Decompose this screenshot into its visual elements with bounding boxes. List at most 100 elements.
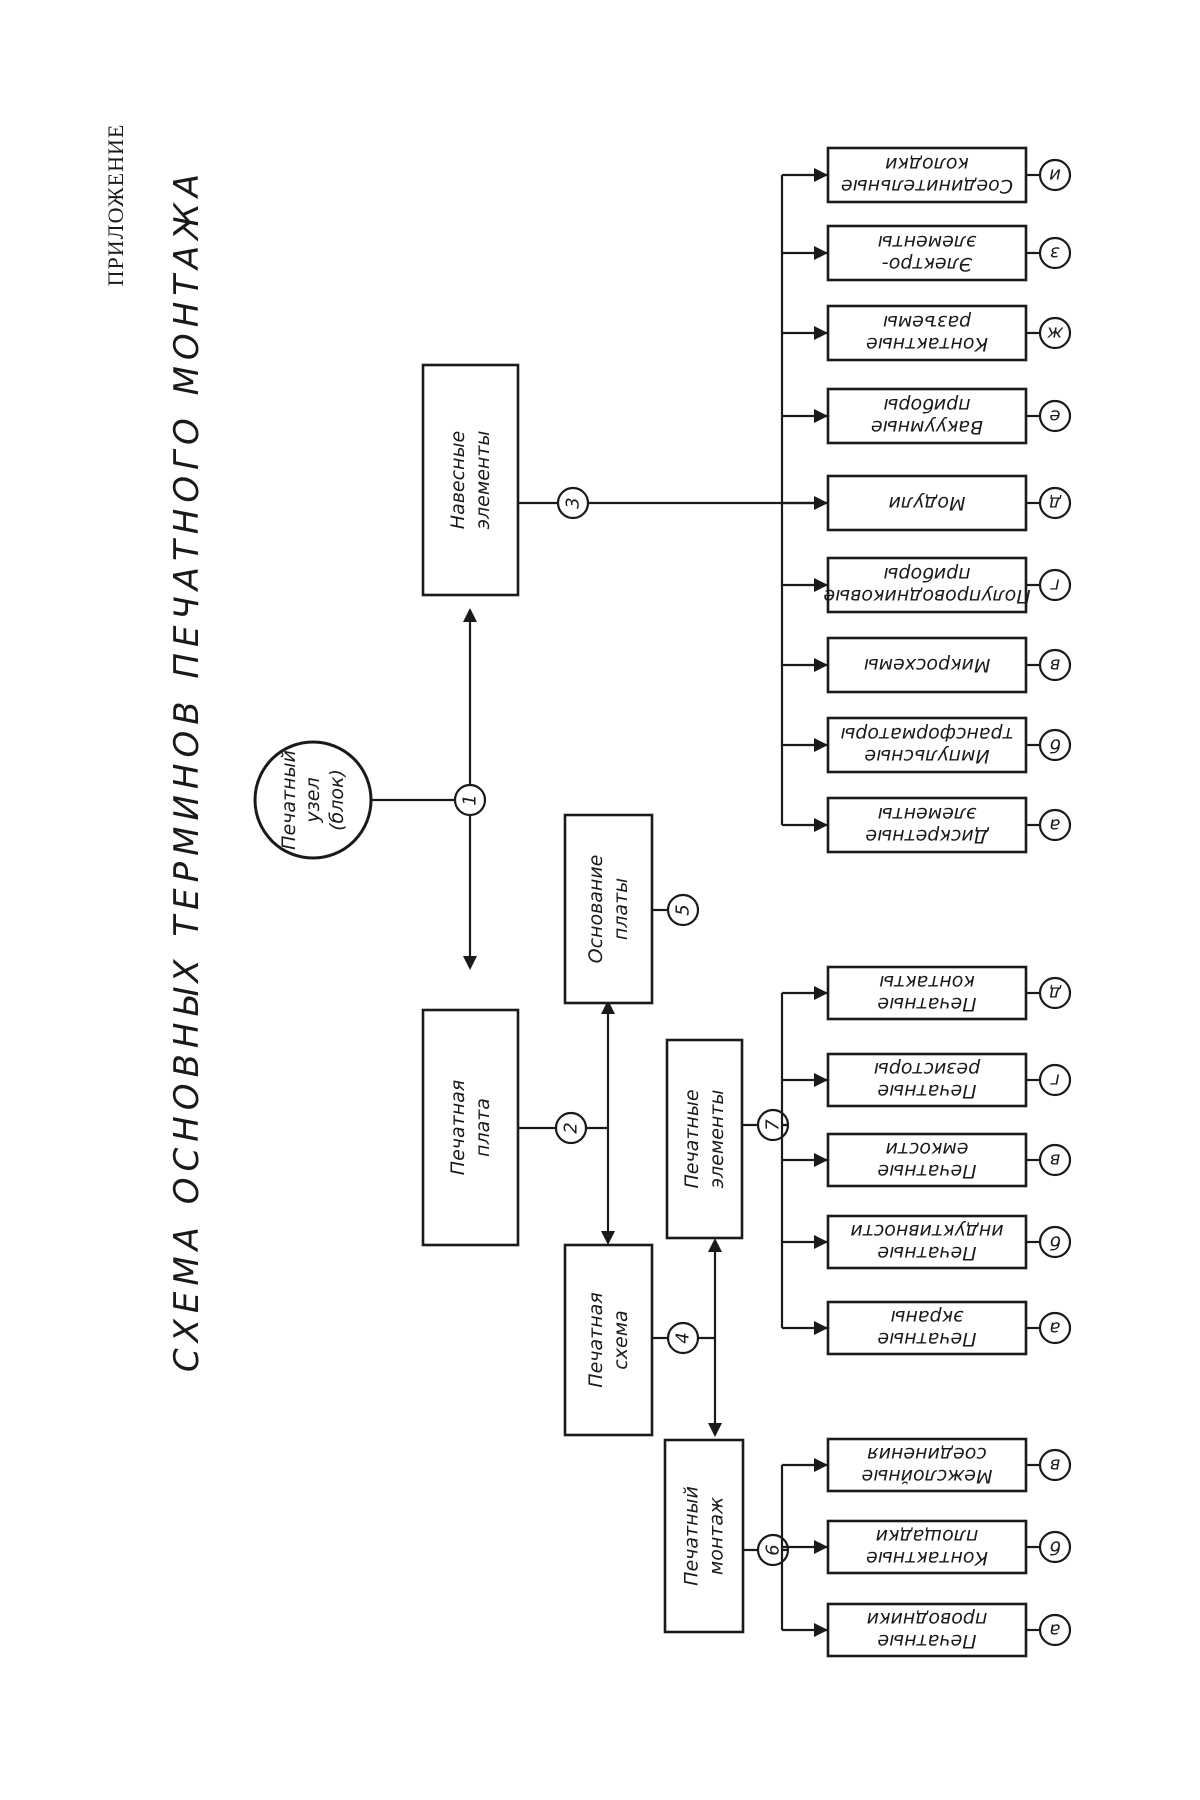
elements-leaf-2-letter: б xyxy=(1038,1225,1072,1259)
hanging-leaf-2-text-line-2: трансформаторы xyxy=(840,724,1013,746)
box-printed-plate-text-line-2: плата xyxy=(472,1098,494,1157)
elements-leaf-5-arrow xyxy=(814,986,828,1000)
box-printed-scheme-text-line-1: Печатная xyxy=(585,1292,607,1387)
hanging-leaf-9-text-line-2: колодки xyxy=(885,154,969,176)
elements-leaf-2-box xyxy=(826,1214,1028,1270)
elements-leaf-5-letter: д xyxy=(1038,976,1072,1010)
hanging-leaf-7-text: Контактныеразъемы xyxy=(866,312,988,356)
hanging-leaf-7-text-line-2: разъемы xyxy=(883,312,972,334)
mounting-leaf-3-letter-label: в xyxy=(1050,1455,1061,1476)
hanging-leaf-9-text-line-1: Соединительные xyxy=(841,176,1013,198)
hanging-leaf-8-text: Электро-элементы xyxy=(878,232,977,276)
elements-leaf-2-arrow xyxy=(814,1235,828,1249)
hanging-leaf-2-letter-ring xyxy=(1038,728,1072,762)
elements-leaf-3-box xyxy=(826,1132,1028,1188)
mounting-leaf-3-text-line-2: соединения xyxy=(867,1444,987,1466)
elements-leaf-3-letter: в xyxy=(1038,1143,1072,1177)
elements-leaf-3-letter-label: в xyxy=(1050,1150,1061,1171)
elements-leaf-1-text-line-2: экраны xyxy=(890,1307,963,1329)
hanging-leaf-5-text: Модули xyxy=(889,493,966,515)
mounting-leaf-1-text-line-2: проводники xyxy=(867,1609,988,1631)
mounting-leaf-3-text: Межслойныесоединения xyxy=(862,1444,993,1488)
mounting-leaf-2-box xyxy=(826,1519,1028,1575)
box-printed-scheme xyxy=(563,1243,654,1437)
hanging-leaf-6-text-line-1: Вакуумные xyxy=(871,417,983,439)
hanging-leaf-9-arrow xyxy=(814,168,828,182)
hanging-leaf-9-letter-ring xyxy=(1038,158,1072,192)
box-hanging-elements-text-line-1: Навесные xyxy=(447,431,469,529)
hanging-leaf-8-text-line-2: элементы xyxy=(878,232,977,254)
hanging-leaf-6-letter-ring xyxy=(1038,399,1072,433)
elements-leaf-5-letter-label: д xyxy=(1049,983,1062,1004)
elements-leaf-4-letter-ring xyxy=(1038,1063,1072,1097)
hanging-leaf-1-letter: а xyxy=(1038,808,1072,842)
node-5-ring xyxy=(666,893,700,927)
node-2-label: 2 xyxy=(561,1122,582,1133)
mounting-leaf-2-text-line-1: Контактные xyxy=(866,1548,988,1570)
hanging-leaf-4-text-line-1: Полупроводниковые xyxy=(823,586,1030,608)
box-printed-mounting-text-line-1: Печатный xyxy=(680,1486,702,1586)
hanging-leaf-9-letter-label: и xyxy=(1049,165,1061,186)
node-2: 2 xyxy=(554,1111,588,1145)
elements-leaf-2-letter-ring xyxy=(1038,1225,1072,1259)
arrow-to-mounting xyxy=(708,1423,722,1437)
mounting-leaf-1-letter: а xyxy=(1038,1613,1072,1647)
node-4-label: 4 xyxy=(673,1332,694,1343)
node-3-label: 3 xyxy=(563,497,584,508)
hanging-leaf-2-text: Импульсныетрансформаторы xyxy=(840,724,1013,768)
elements-leaf-2-text-line-2: индуктивности xyxy=(850,1221,1003,1243)
node-5: 5 xyxy=(666,893,700,927)
hanging-leaf-4-letter: г xyxy=(1038,568,1072,602)
mounting-leaf-2-letter-label: б xyxy=(1049,1537,1060,1558)
node-3: 3 xyxy=(556,486,590,520)
arrow-to-hanging xyxy=(463,608,477,622)
hanging-leaf-8-text-line-1: Электро- xyxy=(882,254,973,276)
hanging-leaf-5-letter: д xyxy=(1038,486,1072,520)
hanging-leaf-9-text: Соединительныеколодки xyxy=(841,154,1013,198)
hanging-leaf-4-arrow xyxy=(814,578,828,592)
box-plate-base-text-line-1: Основание xyxy=(585,855,607,964)
hanging-leaf-7-text-line-1: Контактные xyxy=(866,334,988,356)
hanging-leaf-3-letter-label: в xyxy=(1050,655,1061,676)
hanging-leaf-9-letter: и xyxy=(1038,158,1072,192)
node-7-label: 7 xyxy=(763,1119,784,1131)
hanging-leaf-1-letter-ring xyxy=(1038,808,1072,842)
node-1-ring xyxy=(453,783,487,817)
hanging-leaf-1-box xyxy=(826,796,1028,854)
box-printed-elements xyxy=(665,1038,744,1240)
hanging-leaf-8-letter-ring xyxy=(1038,236,1072,270)
elements-leaf-4-text-line-2: резисторы xyxy=(874,1059,981,1081)
mounting-leaf-1-box xyxy=(826,1602,1028,1658)
hanging-leaf-2-box xyxy=(826,716,1028,774)
elements-leaf-4-letter: г xyxy=(1038,1063,1072,1097)
hanging-leaf-6-letter: е xyxy=(1038,399,1072,433)
hanging-leaf-1-text-line-2: элементы xyxy=(878,804,977,826)
mounting-leaf-2-text: Контактныеплощадки xyxy=(866,1526,988,1570)
box-printed-plate xyxy=(421,1008,520,1247)
node-6-label: 6 xyxy=(763,1544,784,1555)
hanging-leaf-1-text-line-1: Дискретные xyxy=(865,826,989,848)
mounting-leaf-1-arrow xyxy=(814,1623,828,1637)
elements-leaf-5-text-line-2: контакты xyxy=(879,972,975,994)
node-1: 1 xyxy=(453,783,487,817)
hanging-leaf-5-arrow xyxy=(814,496,828,510)
box-printed-elements-text-line-1: Печатные xyxy=(681,1089,703,1188)
elements-leaf-1-letter-label: а xyxy=(1049,1318,1060,1339)
elements-leaf-1-text-line-1: Печатные xyxy=(877,1329,976,1351)
elements-leaf-1-letter-ring xyxy=(1038,1311,1072,1345)
arrow-to-scheme xyxy=(601,1231,615,1245)
mounting-leaf-2-text-line-2: площадки xyxy=(876,1526,979,1548)
hanging-leaf-3-text: Микросхемы xyxy=(864,655,991,677)
hanging-leaf-2-letter: б xyxy=(1038,728,1072,762)
node-5-label: 5 xyxy=(673,904,694,915)
mounting-leaf-1-text-line-1: Печатные xyxy=(877,1631,976,1653)
hanging-leaf-7-arrow xyxy=(814,326,828,340)
hanging-leaf-3-letter-ring xyxy=(1038,648,1072,682)
elements-leaf-2-text-line-1: Печатные xyxy=(877,1243,976,1265)
elements-leaf-5-letter-ring xyxy=(1038,976,1072,1010)
